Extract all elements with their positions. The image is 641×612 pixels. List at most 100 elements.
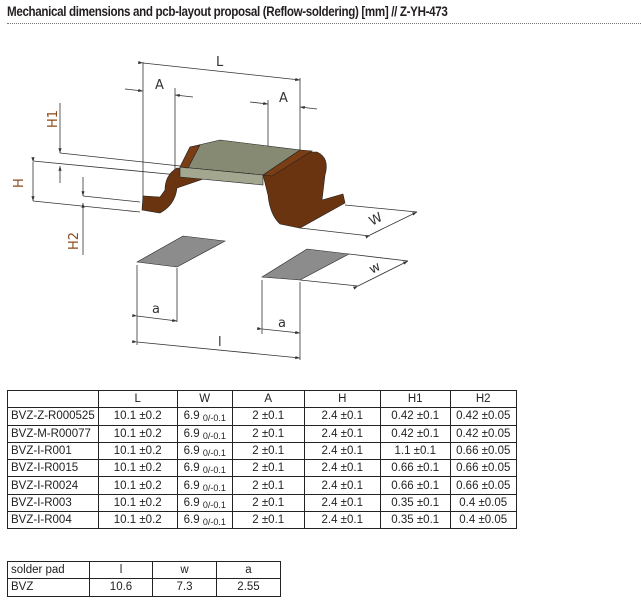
- column-header: H2: [449, 389, 517, 409]
- column-header: H1: [379, 389, 451, 409]
- w-value: 6.9: [183, 479, 200, 492]
- w-tolerance: 0/-0.1: [202, 482, 226, 493]
- column-header: [7, 389, 99, 409]
- cell-L: 10.1 ±0.2: [97, 511, 178, 530]
- cell-H1: 0.35 ±0.1: [379, 493, 451, 513]
- cell-H: 2.4 ±0.1: [303, 493, 381, 513]
- label-A-right: A: [279, 91, 288, 106]
- cell-W: 6.9 0/-0.1: [176, 441, 233, 461]
- column-header: W: [176, 389, 233, 409]
- cell-H: 2.4 ±0.1: [303, 511, 381, 530]
- cell-a: 2.55: [216, 578, 281, 597]
- part-number-cell: BVZ-I-R004: [7, 511, 99, 530]
- cell-A: 2 ±0.1: [231, 407, 305, 426]
- cell-L: 10.1 ±0.2: [97, 407, 178, 426]
- w-tolerance: 0/-0.1: [202, 430, 226, 441]
- cell-l: 10.6: [89, 578, 153, 597]
- cell-H: 2.4 ±0.1: [303, 407, 381, 426]
- label-a-left: a: [152, 302, 160, 317]
- cell-H2: 0.4 ±0.05: [449, 493, 517, 513]
- w-tolerance: 0/-0.1: [202, 448, 226, 459]
- cell-H1: 0.66 ±0.1: [379, 459, 451, 478]
- label-H2: H2: [67, 232, 82, 250]
- solder-pads: [136, 235, 350, 281]
- cell-H2: 0.42 ±0.05: [449, 407, 517, 426]
- cell-H: 2.4 ±0.1: [303, 459, 381, 478]
- cell-W: 6.9 0/-0.1: [176, 424, 233, 443]
- cell-H: 2.4 ±0.1: [303, 476, 381, 495]
- w-value: 6.9: [183, 410, 200, 423]
- cell-H: 2.4 ±0.1: [303, 424, 381, 443]
- column-header: l: [89, 560, 153, 580]
- w-tolerance: 0/-0.1: [202, 465, 226, 476]
- cell-W: 6.9 0/-0.1: [176, 459, 233, 478]
- part-number-cell: BVZ-I-R001: [7, 441, 99, 461]
- cell-H2: 0.66 ±0.05: [449, 476, 517, 495]
- cell-H2: 0.4 ±0.05: [449, 511, 517, 530]
- cell-H1: 1.1 ±0.1: [379, 441, 451, 461]
- label-W: W: [367, 210, 386, 229]
- solder-pad-right: [261, 248, 350, 281]
- part-number-cell: BVZ-I-R0024: [7, 476, 99, 495]
- w-value: 6.9: [183, 462, 200, 475]
- column-header: a: [216, 560, 281, 580]
- cell-H1: 0.42 ±0.1: [379, 424, 451, 443]
- cell-A: 2 ±0.1: [231, 476, 305, 495]
- part-number-cell: BVZ-Z-R000525: [7, 407, 99, 426]
- column-header: A: [231, 389, 305, 409]
- solder-pad-left: [136, 235, 226, 268]
- part-number-cell: BVZ-M-R00077: [7, 424, 99, 443]
- label-L: L: [216, 55, 224, 70]
- cell-A: 2 ±0.1: [231, 441, 305, 461]
- w-value: 6.9: [183, 427, 200, 440]
- part-cell: BVZ: [7, 578, 90, 597]
- cell-H2: 0.42 ±0.05: [449, 424, 517, 443]
- cell-H1: 0.66 ±0.1: [379, 476, 451, 495]
- resistor-body: [141, 139, 346, 229]
- cell-L: 10.1 ±0.2: [97, 441, 178, 461]
- page-title: Mechanical dimensions and pcb-layout pro…: [7, 4, 448, 19]
- label-l: l: [218, 335, 222, 350]
- cell-H1: 0.35 ±0.1: [379, 511, 451, 530]
- cell-A: 2 ±0.1: [231, 493, 305, 513]
- cell-L: 10.1 ±0.2: [97, 476, 178, 495]
- cell-H2: 0.66 ±0.05: [449, 441, 517, 461]
- part-number-cell: BVZ-I-R0015: [7, 459, 99, 478]
- w-tolerance: 0/-0.1: [202, 413, 226, 424]
- label-H: H: [12, 178, 27, 188]
- w-value: 6.9: [183, 496, 200, 509]
- cell-L: 10.1 ±0.2: [97, 459, 178, 478]
- w-tolerance: 0/-0.1: [202, 499, 226, 510]
- cell-W: 6.9 0/-0.1: [176, 493, 233, 513]
- label-A-left: A: [155, 78, 164, 93]
- w-value: 6.9: [183, 514, 200, 527]
- cell-W: 6.9 0/-0.1: [176, 407, 233, 426]
- title-divider: [7, 23, 641, 24]
- cell-w: 7.3: [152, 578, 217, 597]
- cell-A: 2 ±0.1: [231, 511, 305, 530]
- column-header: H: [303, 389, 381, 409]
- cell-A: 2 ±0.1: [231, 459, 305, 478]
- cell-W: 6.9 0/-0.1: [176, 511, 233, 530]
- w-tolerance: 0/-0.1: [202, 517, 226, 528]
- cell-H1: 0.42 ±0.1: [379, 407, 451, 426]
- label-a-right: a: [278, 316, 286, 331]
- column-header: w: [152, 560, 217, 580]
- cell-L: 10.1 ±0.2: [97, 424, 178, 443]
- label-H1: H1: [46, 110, 61, 128]
- column-header: solder pad: [7, 560, 90, 580]
- mechanical-drawing: L A A H1 H H2 W w a a l: [12, 55, 418, 360]
- cell-H: 2.4 ±0.1: [303, 441, 381, 461]
- cell-A: 2 ±0.1: [231, 424, 305, 443]
- column-header: L: [97, 389, 178, 409]
